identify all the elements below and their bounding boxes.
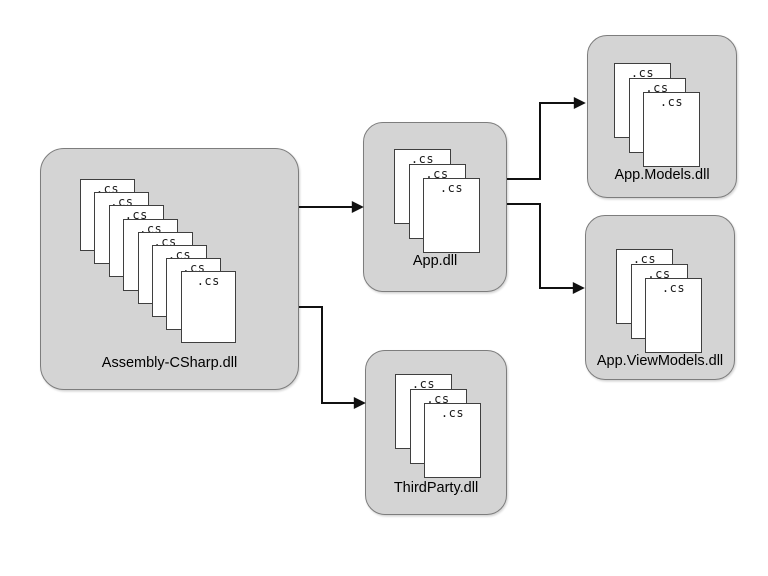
cs-file-label: .cs [645, 80, 669, 95]
cs-file-label: .cs [647, 266, 671, 281]
cs-file-icon: .cs [424, 403, 481, 478]
cs-file-icon: .cs [423, 178, 480, 253]
cs-file-label: .cs [167, 248, 192, 262]
cs-file-label: .cs [153, 234, 177, 249]
cs-file-label: .cs [196, 274, 220, 289]
cs-file-label: .cs [182, 261, 206, 276]
node-label-assembly-csharp: Assembly-CSharp.dll [101, 355, 238, 371]
cs-file-label: .cs [410, 152, 435, 166]
node-label-app-models: App.Models.dll [614, 167, 710, 183]
cs-file-label: .cs [411, 377, 436, 391]
cs-file-label: .cs [630, 66, 655, 80]
cs-file-label: .cs [95, 182, 120, 196]
node-label-app-viewmodels: App.ViewModels.dll [596, 353, 724, 369]
edge-app-to-app-viewmodels [507, 203, 585, 294]
cs-file-label: .cs [440, 406, 465, 420]
node-label-thirdparty: ThirdParty.dll [393, 480, 479, 496]
cs-file-icon: .cs [180, 271, 236, 344]
edge-app-to-app-models [507, 97, 586, 180]
node-label-app: App.dll [412, 253, 458, 269]
cs-file-label: .cs [124, 208, 148, 223]
cs-file-icon: .cs [645, 278, 702, 353]
cs-file-label: .cs [426, 391, 450, 406]
cs-file-label: .cs [632, 252, 657, 266]
edge-assembly-csharp-to-thirdparty [299, 306, 366, 409]
cs-file-label: .cs [659, 95, 684, 109]
cs-file-icon: .cs [643, 92, 700, 167]
cs-file-label: .cs [139, 221, 163, 236]
cs-file-label: .cs [110, 195, 134, 210]
cs-file-label: .cs [439, 181, 464, 195]
cs-file-label: .cs [425, 166, 449, 181]
cs-file-label: .cs [661, 281, 686, 295]
